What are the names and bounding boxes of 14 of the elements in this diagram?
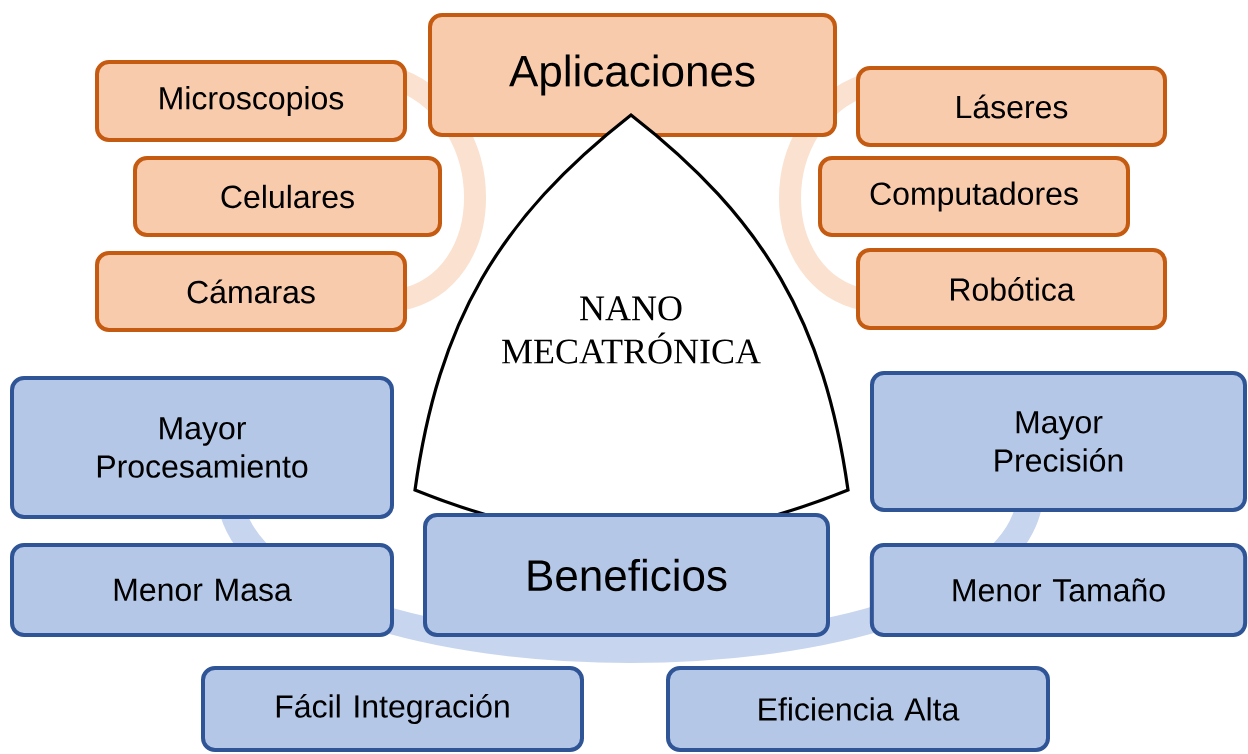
application-box: Láseres	[856, 66, 1167, 147]
application-box: Aplicaciones	[428, 13, 837, 137]
application-box: Computadores	[818, 156, 1130, 237]
benefit-box: Beneficios	[423, 513, 830, 637]
benefit-box: Mayor Precisión	[870, 371, 1247, 512]
benefit-box: Menor Tamaño	[869, 543, 1248, 637]
application-box: Celulares	[133, 156, 442, 237]
benefit-box: Fácil Integración	[201, 666, 584, 752]
application-box: Robótica	[856, 248, 1167, 330]
benefit-box: Mayor Procesamiento	[10, 376, 394, 519]
application-box: Microscopios	[95, 60, 407, 142]
benefit-box: Menor Masa	[10, 543, 394, 637]
application-box: Cámaras	[95, 251, 407, 332]
benefit-box: Eficiencia Alta	[666, 666, 1050, 752]
